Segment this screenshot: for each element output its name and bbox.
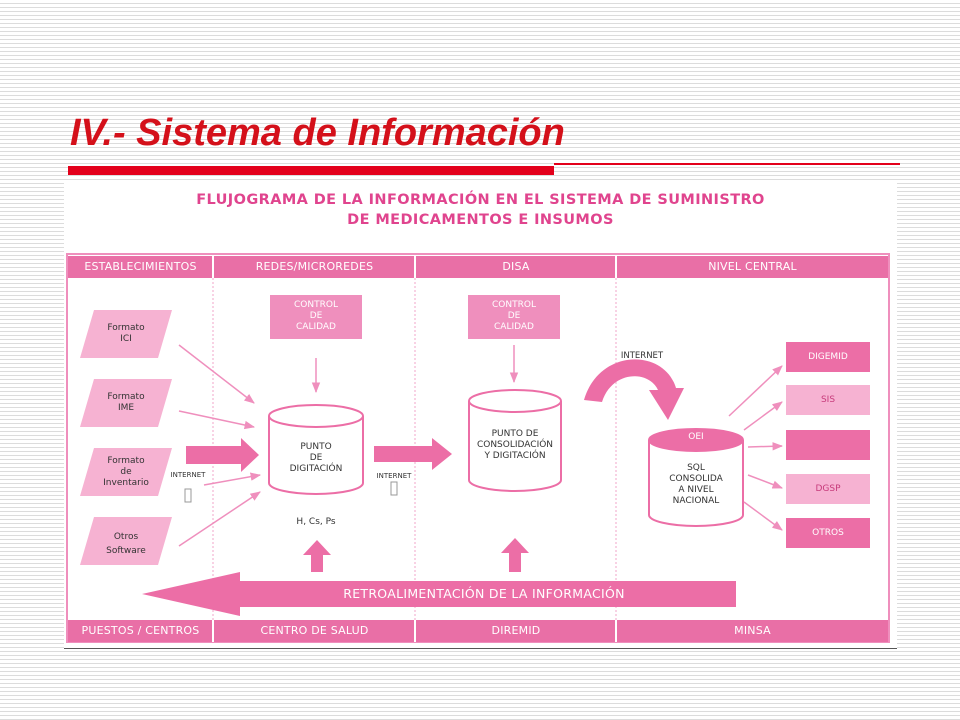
output-box-sis [786, 385, 870, 415]
feedback-label: RETROALIMENTACIÓN DE LA INFORMACIÓN [343, 586, 625, 601]
input-otros-software [80, 517, 172, 565]
flow-arrow [747, 474, 783, 489]
header-band [68, 256, 888, 278]
internet-label: INTERNET [376, 472, 412, 480]
internet-label: INTERNET [170, 471, 206, 479]
column-footer-minsa: MINSA [734, 624, 771, 637]
central-database-cylinder [648, 428, 744, 527]
input-form-ici [80, 310, 172, 358]
central-db-cap-label: OEI [688, 432, 704, 442]
internet-transfer-label: INTERNET [620, 351, 664, 361]
diagram-title-line1: FLUJOGRAMA DE LA INFORMACIÓN EN EL SISTE… [196, 192, 765, 208]
flow-arrow [178, 491, 261, 547]
feedback-up-arrow [501, 538, 529, 572]
flow-arrow [728, 365, 783, 417]
column-header-disa: DISA [502, 260, 530, 273]
column-header-establecimientos: ESTABLECIMIENTOS [84, 260, 197, 273]
flow-arrow [203, 472, 262, 486]
digitization-cylinder [268, 404, 364, 495]
feedback-long-arrow [142, 572, 736, 616]
feedback-up-arrow [303, 540, 331, 572]
flow-arrow [747, 442, 784, 451]
diagram-title-line2: DE MEDICAMENTOS E INSUMOS [347, 212, 614, 228]
flow-arrow [743, 401, 783, 431]
internet-icon [390, 481, 398, 496]
column-header-nivel-central: NIVEL CENTRAL [708, 260, 797, 273]
flow-arrow [743, 501, 783, 531]
column-header-redes: REDES/MICROREDES [255, 260, 374, 273]
flowchart-graphics [66, 253, 890, 643]
main-flow-arrow [186, 438, 259, 472]
input-form-inventario [80, 448, 172, 496]
quality-control-box [468, 295, 560, 339]
output-label-otros: OTROS [812, 528, 844, 538]
internet-icon [184, 488, 192, 503]
output-box-blank [786, 430, 870, 460]
output-box-digemid [786, 342, 870, 372]
footer-band [68, 620, 888, 642]
consolidation-cylinder [468, 389, 562, 492]
internet-transfer-arrow [584, 359, 684, 420]
title-underline-line [554, 163, 900, 165]
flow-arrow [178, 344, 255, 404]
input-form-ime [80, 379, 172, 427]
output-label-dgsp: DGSP [815, 484, 841, 494]
title-underline-bar [68, 166, 554, 175]
main-flow-arrow [374, 438, 452, 470]
slide-title: IV.- Sistema de Información [70, 112, 565, 154]
column-footer-centro-salud: CENTRO DE SALUD [260, 624, 369, 637]
quality-control-box [270, 295, 362, 339]
flowchart-figure: FLUJOGRAMA DE LA INFORMACIÓN EN EL SISTE… [64, 180, 897, 649]
output-box-dgsp [786, 474, 870, 504]
digitization-sub-label: H, Cs, Ps [296, 517, 336, 527]
output-label-sis: SIS [820, 395, 836, 405]
output-label-digemid: DIGEMID [808, 352, 848, 362]
column-footer-diremid: DIREMID [491, 624, 541, 637]
flow-arrow [178, 410, 256, 430]
column-footer-puestos: PUESTOS / CENTROS [81, 624, 200, 637]
output-box-otros [786, 518, 870, 548]
